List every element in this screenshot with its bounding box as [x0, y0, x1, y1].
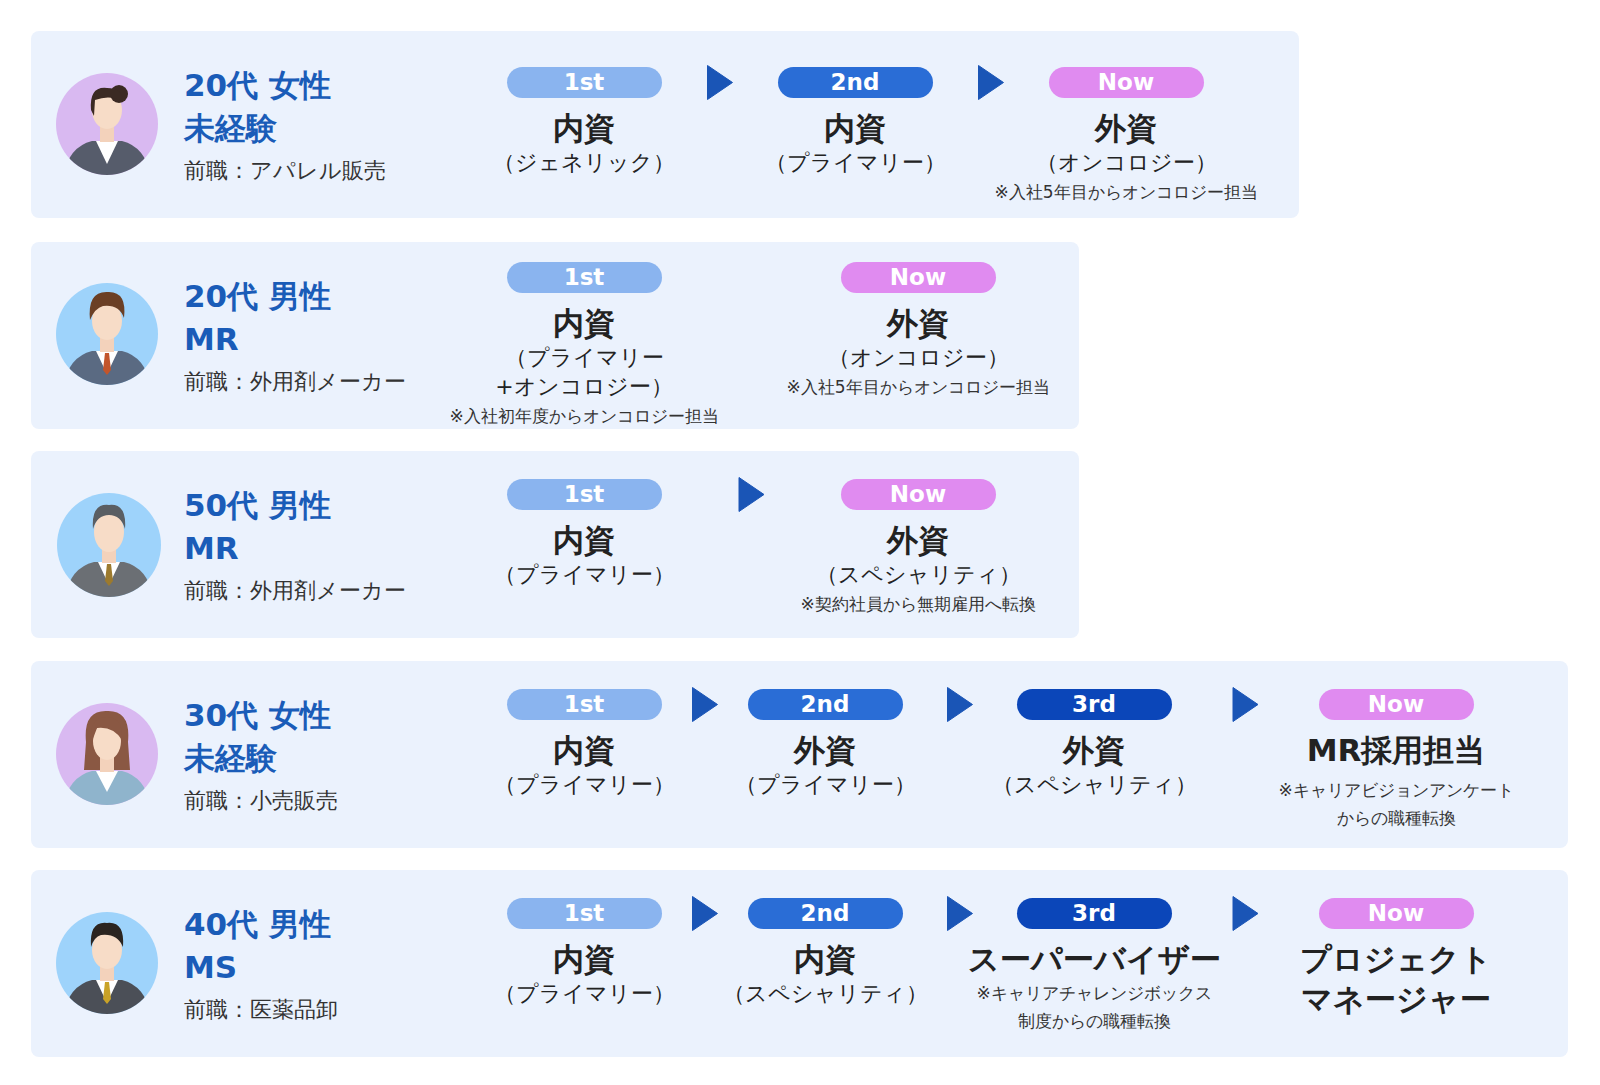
person-info: 20代 女性未経験前職：アパレル販売	[184, 64, 386, 186]
previous-job: 前職：アパレル販売	[184, 156, 386, 186]
person-heading: MS	[184, 946, 338, 989]
previous-job: 前職：小売販売	[184, 786, 338, 816]
company-type: 外資	[974, 730, 1214, 770]
person-heading: MR	[184, 318, 406, 361]
company-type: プロジェクト マネージャー	[1280, 939, 1512, 1019]
note: ※キャリアチャレンジボックス 制度からの職種転換	[963, 979, 1225, 1035]
person-heading: MR	[184, 527, 406, 570]
specialty: （プライマリー+オンコロジー）	[419, 343, 749, 401]
career-step: Now プロジェクト マネージャー	[1280, 898, 1512, 1019]
specialty: （プライマリー）	[434, 560, 734, 589]
profile-band: 20代 男性MR前職：外用剤メーカー1st内資（プライマリー+オンコロジー）※入…	[31, 242, 1079, 429]
note: ※入社5年目からオンコロジー担当	[966, 178, 1286, 206]
person-heading: 50代 男性	[184, 484, 406, 527]
stage-badge: 1st	[507, 479, 662, 510]
specialty: （スペシャリティ）	[705, 979, 945, 1008]
career-step: 1st 内資（プライマリー+オンコロジー）※入社初年度からオンコロジー担当	[419, 262, 749, 430]
note: ※契約社員から無期雇用へ転換	[758, 590, 1078, 618]
company-type: MR採用担当	[1265, 730, 1527, 770]
stage-badge: 2nd	[748, 898, 903, 929]
career-step: 1st 内資（プライマリー）	[464, 689, 704, 799]
company-type: 外資	[705, 730, 945, 770]
stage-badge: Now	[841, 262, 996, 293]
note: ※キャリアビジョンアンケート からの職種転換	[1265, 776, 1527, 832]
company-type: 内資	[434, 520, 734, 560]
stage-badge: Now	[841, 479, 996, 510]
career-step: Now 外資（オンコロジー）※入社5年目からオンコロジー担当	[966, 67, 1286, 206]
career-step: 2nd 外資（プライマリー）	[705, 689, 945, 799]
career-step: 2nd 内資（プライマリー）	[705, 67, 1005, 177]
career-step: 1st 内資（プライマリー）	[434, 479, 734, 589]
stage-badge: 1st	[507, 67, 662, 98]
company-type: 内資	[705, 939, 945, 979]
career-step: 3rd スーパーバイザー※キャリアチャレンジボックス 制度からの職種転換	[963, 898, 1225, 1035]
previous-job: 前職：外用剤メーカー	[184, 367, 406, 397]
person-heading: 未経験	[184, 737, 338, 780]
company-type: 外資	[758, 303, 1078, 343]
specialty: （オンコロジー）	[758, 343, 1078, 372]
stage-badge: Now	[1319, 689, 1474, 720]
career-step: 1st 内資（プライマリー）	[464, 898, 704, 1008]
company-type: 内資	[419, 303, 749, 343]
person-heading: 20代 男性	[184, 275, 406, 318]
stage-badge: Now	[1319, 898, 1474, 929]
profile-band: 20代 女性未経験前職：アパレル販売 1st 内資（ジェネリック） 2nd 内資（プライ…	[31, 31, 1299, 218]
career-step: 3rd 外資（スペシャリティ）	[974, 689, 1214, 799]
person-info: 50代 男性MR 前職：外用剤メーカー	[184, 484, 406, 606]
person-heading: 30代 女性	[184, 694, 338, 737]
person-info: 20代 男性MR 前職：外用剤メーカー	[184, 275, 406, 397]
specialty: （プライマリー）	[705, 148, 1005, 177]
company-type: 内資	[464, 939, 704, 979]
career-step: Now 外資（オンコロジー）※入社5年目からオンコロジー担当	[758, 262, 1078, 401]
profile-band: 30代 女性未経験前職：小売販売1st内資（プライマリー）2nd外資（プライマリ…	[31, 661, 1568, 848]
company-type: スーパーバイザー	[963, 939, 1225, 979]
company-type: 内資	[434, 108, 734, 148]
career-step: NowMR採用担当 ※キャリアビジョンアンケート からの職種転換	[1265, 689, 1527, 832]
specialty: （スペシャリティ）	[974, 770, 1214, 799]
note: ※入社初年度からオンコロジー担当	[419, 402, 749, 430]
person-info: 40代 男性MS 前職：医薬品卸	[184, 903, 338, 1025]
person-heading: 20代 女性	[184, 64, 386, 107]
company-type: 外資	[966, 108, 1286, 148]
career-step: 1st 内資（ジェネリック）	[434, 67, 734, 177]
specialty: （プライマリー）	[705, 770, 945, 799]
stage-badge: Now	[1049, 67, 1204, 98]
career-step: Now 外資（スペシャリティ）※契約社員から無期雇用へ転換	[758, 479, 1078, 618]
stage-badge: 2nd	[748, 689, 903, 720]
specialty: （スペシャリティ）	[758, 560, 1078, 589]
profile-band: 40代 男性MS 前職：医薬品卸 1st 内資（プライマリー） 2nd 内資（スペシャリテ…	[31, 870, 1568, 1057]
company-type: 外資	[758, 520, 1078, 560]
stage-badge: 3rd	[1017, 898, 1172, 929]
note: ※入社5年目からオンコロジー担当	[758, 373, 1078, 401]
previous-job: 前職：外用剤メーカー	[184, 576, 406, 606]
career-step: 2nd 内資（スペシャリティ）	[705, 898, 945, 1008]
specialty: （プライマリー）	[464, 770, 704, 799]
person-heading: 未経験	[184, 107, 386, 150]
person-info: 30代 女性未経験前職：小売販売	[184, 694, 338, 816]
stage-badge: 1st	[507, 262, 662, 293]
stage-badge: 2nd	[778, 67, 933, 98]
company-type: 内資	[705, 108, 1005, 148]
person-heading: 40代 男性	[184, 903, 338, 946]
stage-badge: 3rd	[1017, 689, 1172, 720]
specialty: （ジェネリック）	[434, 148, 734, 177]
previous-job: 前職：医薬品卸	[184, 995, 338, 1025]
profile-band: 50代 男性MR 前職：外用剤メーカー 1st 内資（プライマリー） Now 外資（スペシ…	[31, 451, 1079, 638]
company-type: 内資	[464, 730, 704, 770]
specialty: （プライマリー）	[464, 979, 704, 1008]
stage-badge: 1st	[507, 689, 662, 720]
stage-badge: 1st	[507, 898, 662, 929]
specialty: （オンコロジー）	[966, 148, 1286, 177]
